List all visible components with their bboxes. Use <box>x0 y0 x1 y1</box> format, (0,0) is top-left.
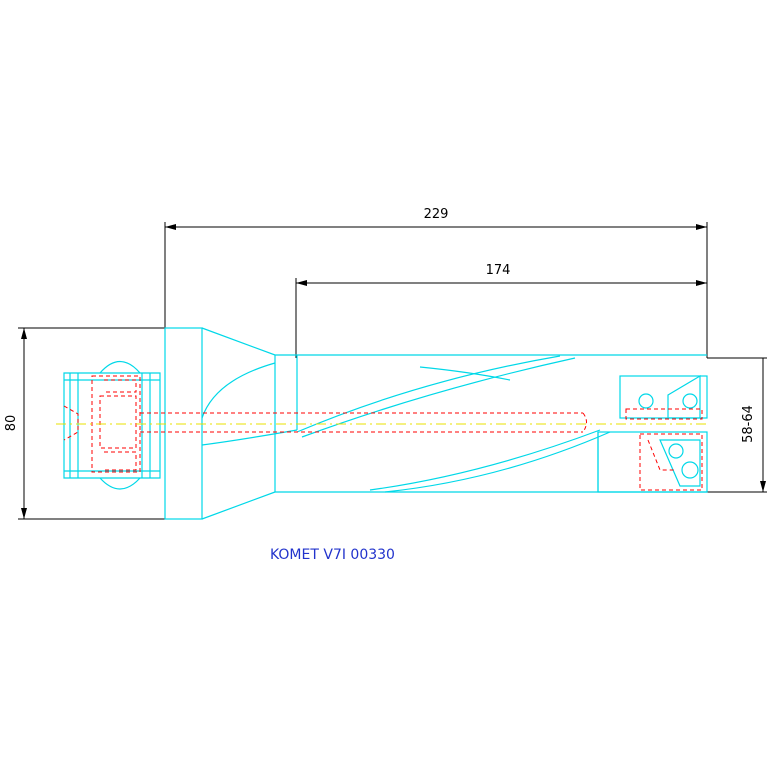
dimension-drill-diameter: 58-64 <box>707 357 767 493</box>
dimension-cutting-length-label: 174 <box>486 263 511 278</box>
dimension-drill-diameter-label: 58-64 <box>741 405 756 443</box>
dimension-shank-diameter: 80 <box>4 327 165 520</box>
dimension-overall-length-label: 229 <box>424 207 449 222</box>
dimension-cutting-length: 174 <box>295 263 707 358</box>
drawing-caption: KOMET V7I 00330 <box>270 547 395 563</box>
dimension-shank-diameter-label: 80 <box>4 415 19 432</box>
dimension-overall-length: 229 <box>164 207 708 358</box>
tool-outline <box>63 327 708 520</box>
